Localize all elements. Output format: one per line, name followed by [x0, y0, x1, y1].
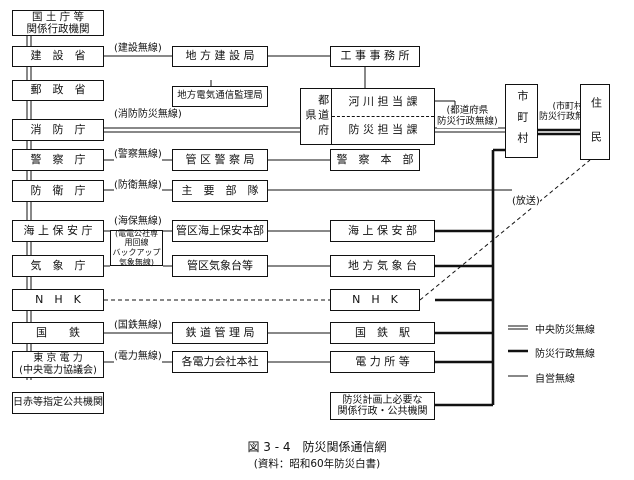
- kaijo-hoanbu-box: 海 上 保 安 部: [330, 220, 435, 242]
- yusei-box: 郵 政 省: [12, 80, 104, 101]
- kokutetsu-eki-label: 国 鉄 駅: [355, 325, 410, 339]
- kaiho-box: 海 上 保 安 庁: [12, 220, 104, 242]
- kokudo-line1: 国 土 庁 等: [31, 10, 84, 23]
- keisatsu-box: 警 察 庁: [12, 149, 104, 171]
- kanku-keisatsu-box: 管 区 警 察 局: [172, 149, 268, 171]
- backup-line3: 気象無線): [118, 257, 155, 267]
- legend-central: 中央防災無線: [535, 325, 595, 336]
- broadcast-lines: [104, 159, 591, 301]
- nhk-right-label: N H K: [352, 292, 398, 306]
- backup-line1: (電電公社専用回線: [114, 228, 159, 248]
- kokudo-line2: 関係行政機関: [26, 23, 90, 35]
- chiho-kensetsu-label: 地 方 建 設 局: [185, 49, 255, 63]
- label-kaiho-radio: (海保無線): [114, 216, 162, 228]
- kasen-row: 河 川 担 当 課: [332, 89, 434, 117]
- boei-label: 防 衛 庁: [30, 183, 86, 197]
- bosai-row: 防 災 担 当 課: [332, 117, 434, 144]
- kasen-label: 河 川 担 当 課: [348, 95, 418, 109]
- keisatsu-label: 警 察 庁: [30, 152, 86, 166]
- backup-note: (電電公社専用回線 バックアップ 気象無線): [110, 228, 163, 267]
- boei-box: 防 衛 庁: [12, 180, 104, 202]
- label-todofuken-radio: (都道府県 防災行政無線): [437, 105, 498, 128]
- chiho-kisho-label: 地 方 気 象 台: [348, 258, 417, 272]
- chiho-kensetsu-box: 地 方 建 設 局: [172, 46, 268, 67]
- pref-related-line1: 防災計画上必要な: [342, 394, 423, 406]
- kisho-label: 気 象 庁: [30, 258, 86, 272]
- label-denryoku-radio: (電力無線): [114, 351, 162, 363]
- shichoson-box: 市町村: [505, 84, 538, 158]
- kaijo-hoanbu-label: 海 上 保 安 部: [348, 223, 417, 237]
- shichoson-radio-line1: (市町村: [552, 102, 584, 112]
- denryoku-honsha-label: 各電力会社本社: [181, 354, 259, 368]
- legend-own: 自営無線: [535, 374, 575, 385]
- shichoson-radio-line2: 防災行政無線): [539, 112, 597, 123]
- koji-jimusho-label: 工 事 事 務 所: [340, 49, 410, 63]
- denki-tsushin-box: 地方電気通信監理局: [172, 86, 268, 107]
- keisatsu-honbu-box: 警 察 本 部: [330, 149, 420, 171]
- shuyo-butai-box: 主 要 部 隊: [172, 180, 268, 202]
- shichoson-label: 市町村: [515, 89, 529, 153]
- kokutetsu-box: 国 鉄: [12, 322, 104, 344]
- pref-related-line2: 関係行政・公共機関: [337, 406, 428, 417]
- tetsudo-box: 鉄 道 管 理 局: [172, 322, 268, 344]
- todofuken-box: 都道府県 河 川 担 当 課 防 災 担 当 課: [300, 88, 435, 145]
- kisho-box: 気 象 庁: [12, 255, 104, 277]
- backup-line2: バックアップ: [112, 248, 161, 257]
- nisseki-label: 日赤等指定公共機関: [13, 397, 103, 409]
- todofuken-label: 都道府県: [304, 94, 330, 139]
- nhk-left-box: N H K: [12, 289, 104, 311]
- figure-source: (資料：昭和60年防災白書): [253, 458, 381, 470]
- label-hoso: (放送): [512, 196, 540, 208]
- label-kensetsu-radio: (建設無線): [114, 43, 162, 55]
- kokutetsu-eki-box: 国 鉄 駅: [330, 322, 435, 344]
- koji-jimusho-box: 工 事 事 務 所: [330, 46, 420, 67]
- kanku-kaiho-box: 管区海上保安本部: [172, 220, 268, 242]
- denryoku-honsha-box: 各電力会社本社: [172, 351, 268, 373]
- denryokusho-box: 電 力 所 等: [330, 351, 435, 373]
- figure-caption: 図 3 - 4 防災関係通信網: [247, 440, 387, 454]
- kensetsu-label: 建 設 省: [30, 49, 86, 63]
- kanku-kisho-label: 管区気象台等: [187, 258, 253, 272]
- keisatsu-honbu-label: 警 察 本 部: [336, 152, 414, 166]
- admin-radio-lines: [435, 128, 580, 407]
- jumin-box: 住 民: [580, 84, 610, 160]
- legend-admin: 防災行政無線: [535, 349, 595, 360]
- todofuken-radio-line1: (都道府県: [446, 105, 489, 116]
- kaiho-label: 海 上 保 安 庁: [23, 223, 93, 237]
- kanku-keisatsu-label: 管 区 警 察 局: [185, 152, 255, 166]
- kokudo-box: 国 土 庁 等 関係行政機関: [12, 10, 104, 36]
- denki-tsushin-label: 地方電気通信監理局: [177, 90, 263, 102]
- legend-lines: [508, 325, 528, 377]
- pref-related-box: 防災計画上必要な 関係行政・公共機関: [330, 392, 435, 420]
- nhk-right-box: N H K: [330, 289, 420, 311]
- tetsudo-label: 鉄 道 管 理 局: [185, 325, 255, 339]
- label-boei-radio: (防衛無線): [114, 180, 162, 192]
- kensetsu-box: 建 設 省: [12, 46, 104, 67]
- shobo-box: 消 防 庁: [12, 119, 104, 141]
- tepco-line2: (中央電力協議会): [19, 364, 97, 376]
- todofuken-radio-line2: 防災行政無線): [437, 115, 498, 127]
- kokutetsu-label: 国 鉄: [36, 325, 80, 339]
- jumin-label: 住 民: [589, 96, 603, 148]
- shobo-label: 消 防 庁: [30, 122, 86, 136]
- label-kokutetsu-radio: (国鉄無線): [114, 320, 162, 332]
- bosai-label: 防 災 担 当 課: [348, 123, 418, 137]
- label-keisatsu-radio: (警察無線): [114, 149, 162, 161]
- kanku-kisho-box: 管区気象台等: [172, 255, 268, 277]
- tepco-line1: 東 京 電 力: [33, 353, 83, 364]
- denryokusho-label: 電 力 所 等: [355, 354, 410, 368]
- shuyo-butai-label: 主 要 部 隊: [181, 183, 259, 197]
- yusei-label: 郵 政 省: [30, 83, 86, 97]
- nhk-left-label: N H K: [35, 292, 81, 306]
- tepco-box: 東 京 電 力 (中央電力協議会): [12, 351, 104, 378]
- chiho-kisho-box: 地 方 気 象 台: [330, 255, 435, 277]
- todofuken-side: 都道府県: [301, 89, 332, 144]
- label-shobo-radio: (消防防災無線): [114, 109, 182, 121]
- kanku-kaiho-label: 管区海上保安本部: [176, 223, 264, 237]
- nisseki-box: 日赤等指定公共機関: [12, 392, 104, 414]
